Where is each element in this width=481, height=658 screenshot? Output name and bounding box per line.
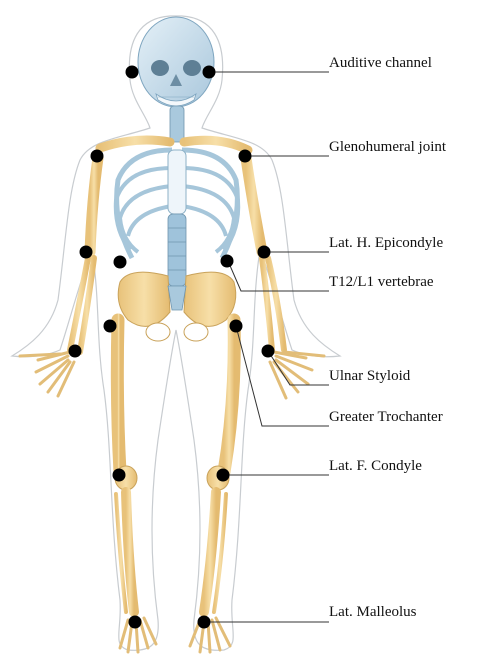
label-auditive-channel: Auditive channel: [329, 54, 432, 72]
label-ulnar-styloid: Ulnar Styloid: [329, 367, 410, 385]
lumbar-spine: [168, 214, 186, 286]
marker-t12-right: [221, 255, 234, 268]
marker-gleno-left: [91, 150, 104, 163]
marker-malleolus-left: [129, 616, 142, 629]
right-femur: [224, 320, 234, 472]
marker-malleolus-right: [198, 616, 211, 629]
label-t12-l1-vertebrae: T12/L1 vertebrae: [329, 273, 434, 291]
marker-trochanter-left: [104, 320, 117, 333]
right-humerus: [246, 158, 262, 252]
left-femur: [117, 320, 120, 472]
marker-fcondyle-right: [217, 469, 230, 482]
marker-auditive-right: [203, 66, 216, 79]
left-clavicle: [100, 140, 170, 148]
sternum: [168, 150, 186, 214]
label-lat-f-condyle: Lat. F. Condyle: [329, 457, 422, 475]
skull: [138, 17, 214, 107]
marker-auditive-left: [126, 66, 139, 79]
label-lat-malleolus: Lat. Malleolus: [329, 603, 416, 621]
marker-t12-left: [114, 256, 127, 269]
right-lower-leg: [204, 492, 226, 612]
marker-epicondyle-left: [80, 246, 93, 259]
marker-gleno-right: [239, 150, 252, 163]
marker-trochanter-right: [230, 320, 243, 333]
cervical-spine: [170, 106, 184, 142]
marker-ulnar-left: [69, 345, 82, 358]
right-hand: [270, 352, 324, 398]
label-lat-h-epicondyle: Lat. H. Epicondyle: [329, 234, 443, 252]
left-humerus: [90, 158, 98, 252]
marker-fcondyle-left: [113, 469, 126, 482]
marker-epicondyle-right: [258, 246, 271, 259]
label-glenohumeral-joint: Glenohumeral joint: [329, 138, 446, 156]
leader-t12: [228, 261, 329, 291]
label-greater-trochanter: Greater Trochanter: [329, 408, 443, 426]
marker-ulnar-right: [262, 345, 275, 358]
left-hand: [20, 352, 74, 396]
right-forearm: [262, 258, 284, 350]
